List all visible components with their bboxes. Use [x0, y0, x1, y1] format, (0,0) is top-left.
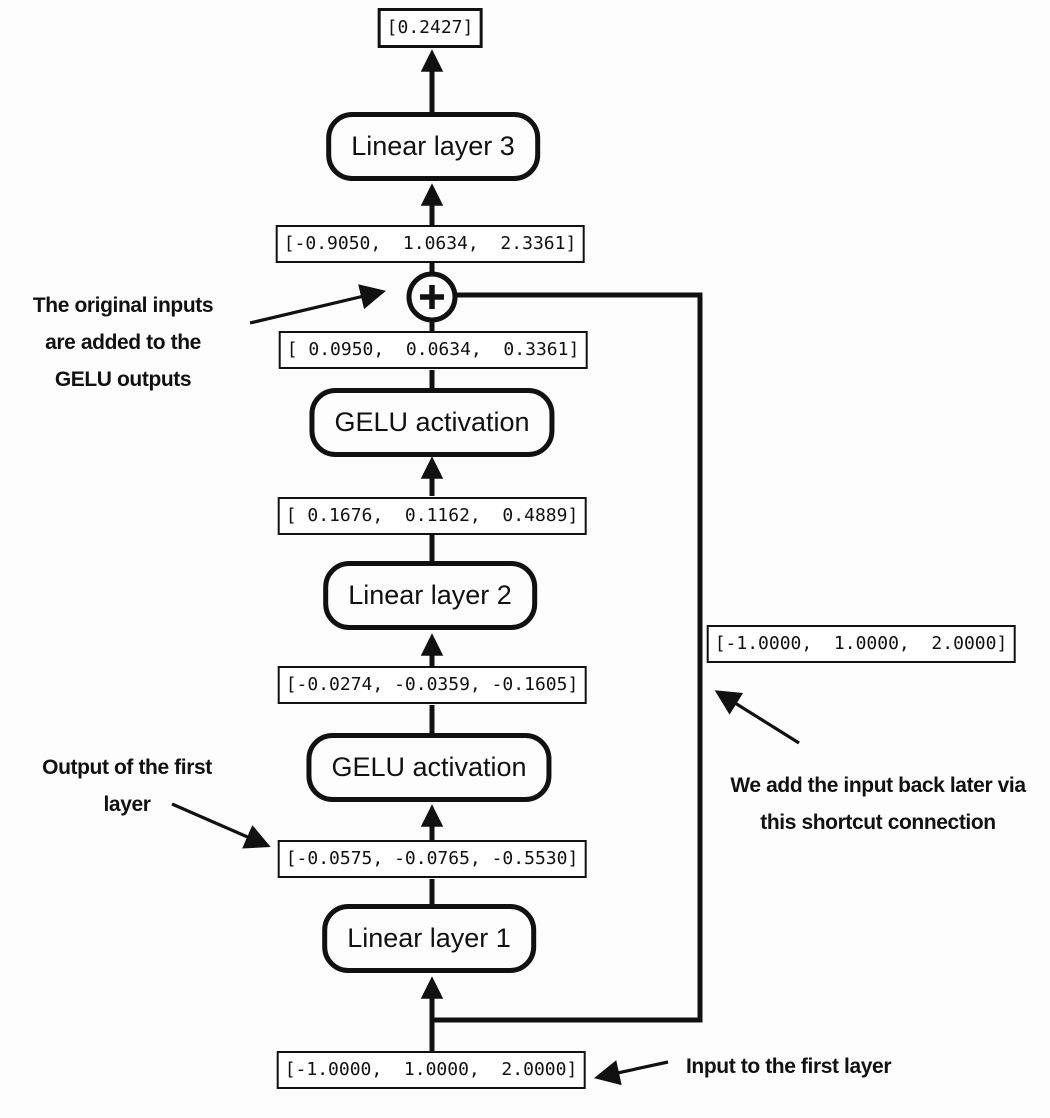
- first-layer-output-note-line: layer: [103, 793, 151, 816]
- final-output-value: [0.2427]: [377, 8, 483, 48]
- gelu-activation-2-node: GELU activation: [309, 388, 555, 457]
- add-note-line: are added to the: [45, 331, 201, 354]
- shortcut-connection-line: [434, 292, 703, 1023]
- arrow-outputnote-to-tensor: [171, 802, 271, 849]
- add-note-line: GELU outputs: [54, 368, 192, 391]
- shortcut-value: [-1.0000, 1.0000, 2.0000]: [706, 625, 1016, 663]
- shortcut-note-line: We add the input back later via: [730, 774, 1026, 797]
- first-layer-output-note: Output of the first layer: [42, 749, 212, 823]
- plus-circle-icon: [406, 271, 458, 323]
- arrow-shortcutnote-to-line: [714, 690, 800, 745]
- add-result-value: [ 0.0950, 0.0634, 0.3361]: [278, 331, 588, 369]
- linear2-output-value: [ 0.1676, 0.1162, 0.4889]: [277, 497, 587, 535]
- input-note: Input to the first layer: [686, 1048, 891, 1085]
- sum-output-value: [-0.9050, 1.0634, 2.3361]: [275, 225, 585, 263]
- input-value: [-1.0000, 1.0000, 2.0000]: [276, 1051, 586, 1089]
- linear-layer-3-node: Linear layer 3: [326, 112, 540, 181]
- first-layer-output-note-line: Output of the first: [42, 756, 212, 779]
- gelu1-output-value: [-0.0274, -0.0359, -0.1605]: [277, 666, 587, 704]
- shortcut-note-line: this shortcut connection: [760, 811, 996, 834]
- linear-layer-1-node: Linear layer 1: [322, 904, 536, 973]
- arrow-inputnote-to-tensor: [593, 1060, 669, 1086]
- input-note-line: Input to the first layer: [686, 1055, 892, 1078]
- add-note-line: The original inputs: [32, 294, 214, 317]
- add-note: The original inputs are added to the GEL…: [32, 287, 214, 398]
- linear1-output-value: [-0.0575, -0.0765, -0.5530]: [277, 840, 587, 878]
- arrow-addnote-to-plus: [249, 284, 386, 325]
- linear-layer-2-node: Linear layer 2: [323, 561, 537, 630]
- shortcut-note: We add the input back later via this sho…: [730, 767, 1026, 841]
- gelu-activation-1-node: GELU activation: [306, 733, 552, 802]
